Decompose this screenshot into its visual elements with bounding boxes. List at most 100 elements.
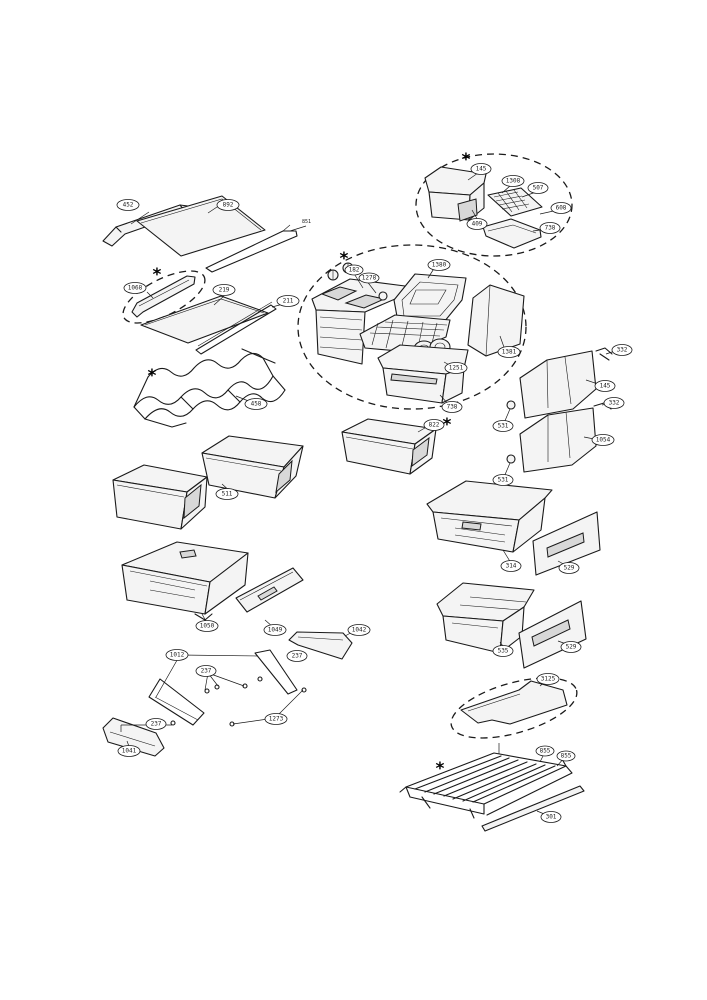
svg-text:822: 822 — [429, 422, 440, 429]
svg-text:1380: 1380 — [432, 262, 447, 269]
svg-text:237: 237 — [151, 721, 162, 728]
svg-text:314: 314 — [506, 563, 517, 570]
callout-wire-part-a: 855 — [535, 745, 555, 757]
callout-freezer-shelf-front: 301 — [540, 811, 562, 823]
callout-small-bin: 822 — [423, 419, 445, 431]
pantry-drawer — [121, 541, 249, 621]
callout-shelf-rear-trim: 851 — [302, 219, 311, 225]
svg-text:1012: 1012 — [170, 652, 185, 659]
marker-wine-rack: * — [148, 366, 157, 386]
callout-freezer-cover-lower: 529 — [560, 641, 582, 653]
callout-ice-tray-drawer: 738 — [539, 222, 561, 234]
callout-shelf-bracket-front: 1068 — [123, 282, 147, 294]
callout-pantry-drawer: 1050 — [195, 620, 219, 632]
svg-text:1251: 1251 — [449, 365, 464, 372]
crisper-bin-left — [112, 464, 208, 530]
freezer-drawer-cover-upper — [532, 511, 601, 576]
wine-rack — [133, 348, 286, 428]
freezer-door-upper — [506, 347, 613, 419]
callout-screw-group: 237 — [195, 665, 217, 677]
rail-assembly — [102, 631, 353, 757]
callout-rail-part-upper: 332 — [611, 344, 633, 356]
callout-roller-lower: 531 — [492, 474, 514, 486]
callout-drawer-front-lower: 1054 — [591, 434, 615, 446]
callout-rail-right: 1042 — [347, 624, 371, 636]
crisper-bin-right — [201, 435, 304, 499]
glass-shelf-assembly-mid — [131, 275, 277, 355]
svg-text:145: 145 — [476, 166, 487, 173]
svg-text:529: 529 — [564, 565, 575, 572]
callout-shelf-front-trim: 452 — [116, 199, 140, 211]
dashed-group-shelf-bracket — [122, 270, 206, 324]
svg-text:1042: 1042 — [352, 627, 367, 634]
callout-ice-base-top: 608 — [550, 202, 572, 214]
svg-text:738: 738 — [447, 404, 458, 411]
callout-pantry-cover: 1049 — [263, 624, 287, 636]
callout-wine-rack: 458 — [244, 398, 268, 410]
ice-tray-assembly — [424, 166, 543, 249]
marker-freezer-shelf: * — [436, 759, 445, 779]
callout-shelf-rear-rod: 211 — [276, 295, 300, 307]
svg-text:1278: 1278 — [362, 275, 377, 282]
callout-ice-holder-top: 409 — [466, 218, 488, 230]
dashed-group-freezer-mat — [450, 677, 578, 739]
svg-text:855: 855 — [561, 753, 572, 760]
callout-freezer-basket-lower: 738 — [441, 401, 463, 413]
svg-text:452: 452 — [123, 202, 134, 209]
callout-wire-part-b: 855 — [556, 750, 576, 762]
svg-text:332: 332 — [609, 400, 620, 407]
callout-freezer-mat: 3125 — [536, 673, 560, 685]
svg-text:531: 531 — [498, 423, 509, 430]
freezer-mat — [460, 680, 568, 725]
marker-icemaker: * — [340, 249, 349, 269]
marker-shelf-bracket: * — [153, 265, 162, 285]
freezer-wire-shelf — [399, 743, 585, 832]
callout-ice-bin-top: 145 — [470, 163, 492, 175]
svg-text:529: 529 — [566, 644, 577, 651]
svg-text:531: 531 — [498, 477, 509, 484]
dashed-group-ice-tray — [415, 153, 573, 257]
svg-text:851: 851 — [302, 219, 311, 225]
callout-glass-shelf-mid: 219 — [212, 284, 236, 296]
marker-ice-tray: * — [462, 150, 471, 170]
marker-small-bin: * — [443, 415, 452, 435]
freezer-drawer-cover-lower — [518, 600, 587, 669]
callout-glass-shelf-top: 892 — [216, 199, 240, 211]
svg-text:1273: 1273 — [269, 716, 284, 723]
callout-rail-frame: 1012 — [165, 649, 189, 661]
callout-rail-link: 237 — [286, 650, 308, 662]
glass-shelf-assembly-top — [102, 195, 298, 273]
svg-text:1068: 1068 — [128, 285, 143, 292]
callout-drawer-front-upper: 145 — [594, 380, 616, 392]
small-bin — [341, 418, 437, 475]
svg-text:409: 409 — [472, 221, 483, 228]
svg-text:535: 535 — [498, 648, 509, 655]
callout-freezer-drawer-lower: 535 — [492, 645, 514, 657]
callout-icemaker-part-a: 182 — [344, 264, 364, 276]
svg-text:855: 855 — [540, 748, 551, 755]
svg-text:1054: 1054 — [596, 437, 611, 444]
callout-rail-link-lower: 237 — [145, 718, 167, 730]
svg-text:738: 738 — [545, 225, 556, 232]
svg-text:237: 237 — [292, 653, 303, 660]
svg-text:458: 458 — [251, 401, 262, 408]
callout-ice-bucket: 1381 — [497, 346, 521, 358]
callout-ice-bucket-cover: 1380 — [427, 259, 451, 271]
svg-text:608: 608 — [556, 205, 567, 212]
callout-rail-part-mid: 332 — [603, 397, 625, 409]
svg-text:301: 301 — [546, 814, 557, 821]
svg-text:1041: 1041 — [122, 748, 137, 755]
callout-freezer-cover-upper: 529 — [558, 562, 580, 574]
callout-crisper-bin: 511 — [215, 488, 239, 500]
callout-rail-left: 1041 — [117, 745, 141, 757]
icemaker-assembly — [311, 262, 525, 404]
svg-text:237: 237 — [201, 668, 212, 675]
callout-screw-single: 1273 — [264, 713, 288, 725]
svg-text:332: 332 — [617, 347, 628, 354]
svg-text:211: 211 — [283, 298, 294, 305]
svg-text:219: 219 — [219, 287, 230, 294]
svg-text:1381: 1381 — [502, 349, 517, 356]
svg-text:507: 507 — [533, 185, 544, 192]
callout-ice-frame-top: 507 — [527, 182, 549, 194]
